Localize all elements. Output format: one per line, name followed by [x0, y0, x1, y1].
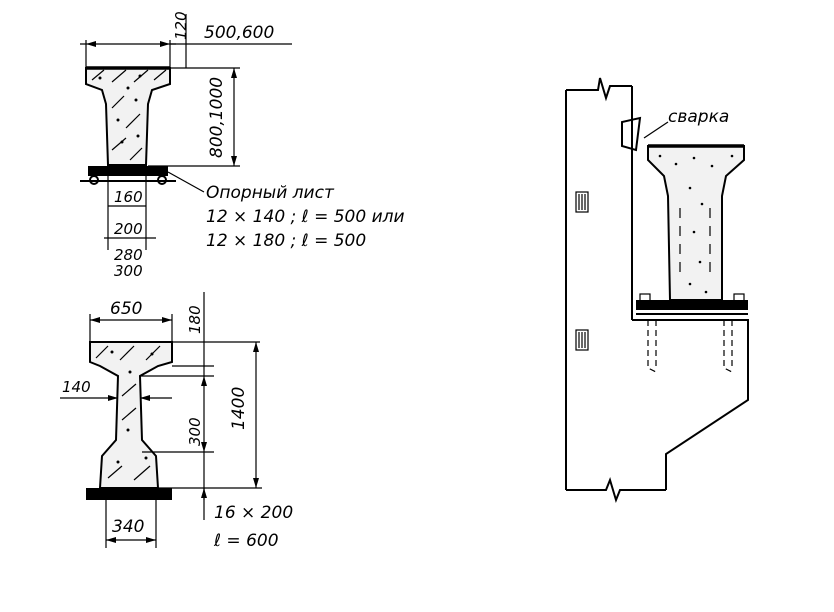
top-dim-base-280-label: 280	[114, 246, 143, 264]
top-plate-line1: 12 × 140 ; ℓ = 500 или	[206, 207, 405, 227]
bottom-dim-width-label: 650	[110, 299, 142, 319]
bottom-cross-section: 650 180 140 300 1400 340 16 ×	[60, 292, 293, 551]
top-dim-base-300-label: 300	[114, 262, 143, 280]
top-cross-section: 500,600 120 800,1000 160 200 280 300 Опо…	[80, 11, 405, 280]
top-dim-flange-label: 120	[172, 11, 190, 40]
bottom-dim-base-label: 340	[112, 517, 144, 537]
weld-label: сварка	[668, 107, 729, 127]
bottom-dim-height-label: 1400	[229, 387, 249, 430]
bottom-dim-web-label: 140	[62, 378, 91, 396]
column-base-plate	[636, 300, 748, 310]
bottom-plate-line2: ℓ = 600	[213, 531, 279, 551]
bottom-plate-line1: 16 × 200	[214, 503, 293, 523]
wall-top-break	[566, 77, 632, 102]
corbel-outline	[632, 319, 749, 490]
weld-bracket	[621, 116, 642, 152]
side-view: сварка	[565, 77, 749, 504]
top-dim-width-label: 500,600	[204, 23, 274, 43]
top-base-plate	[88, 166, 168, 176]
top-section-body	[85, 67, 171, 166]
bottom-base-plate	[86, 488, 172, 500]
column-body	[647, 145, 745, 301]
top-section-hatch	[91, 69, 167, 161]
wall-bottom-break	[566, 476, 666, 504]
wall-opening-lower	[575, 329, 589, 351]
bottom-dim-flange-label: 180	[186, 305, 204, 334]
top-dim-base-200-label: 200	[114, 220, 143, 238]
top-dim-base-inner-label: 160	[114, 188, 143, 206]
top-plate-line2: 12 × 180 ; ℓ = 500	[206, 231, 366, 251]
bottom-section-body	[89, 341, 173, 489]
top-dim-height-label: 800,1000	[207, 77, 227, 158]
bottom-section-hatch	[95, 345, 161, 481]
bolt-left	[639, 293, 651, 303]
column-hatch	[658, 154, 734, 294]
anchor-bolt-right	[723, 320, 733, 373]
top-plate-title: Опорный лист	[206, 183, 335, 203]
wall-opening-upper	[575, 191, 589, 213]
bottom-dim-web-height-label: 300	[186, 417, 204, 446]
anchor-bolt-left	[647, 320, 657, 373]
bolt-right	[733, 293, 745, 303]
